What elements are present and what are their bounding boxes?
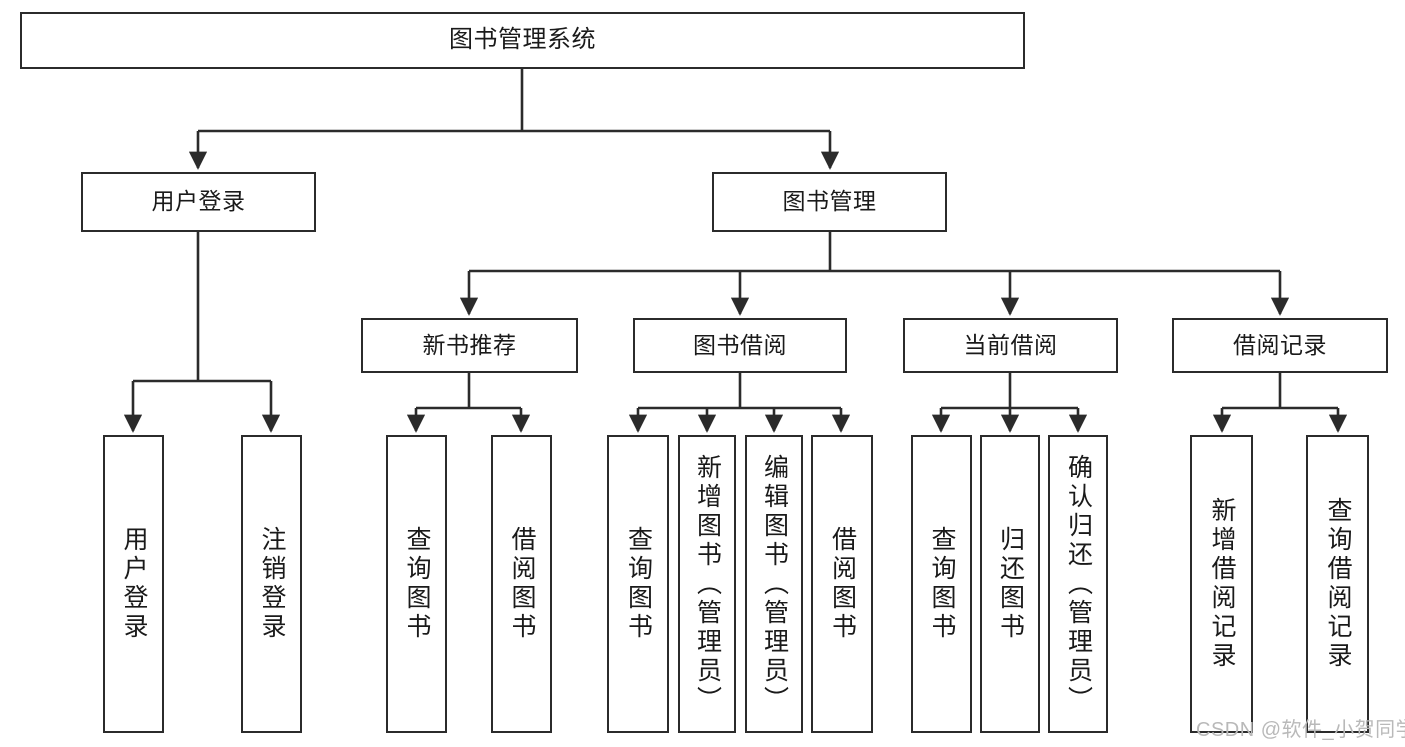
node-book-management[interactable]: 图书管理 bbox=[712, 172, 947, 232]
node-current-borrow[interactable]: 当前借阅 bbox=[903, 318, 1118, 373]
node-label: 用户登录 bbox=[151, 188, 246, 215]
node-label: 确认归还（管理员） bbox=[1064, 453, 1093, 715]
node-book-borrow[interactable]: 图书借阅 bbox=[633, 318, 847, 373]
node-label: 图书借阅 bbox=[693, 331, 787, 358]
node-new-book-recommend[interactable]: 新书推荐 bbox=[361, 318, 578, 373]
node-root-book-management-system[interactable]: 图书管理系统 bbox=[20, 12, 1025, 69]
leaf-edit-book-admin[interactable]: 编辑图书（管理员） bbox=[745, 435, 803, 733]
node-label: 查询图书 bbox=[928, 526, 956, 642]
node-borrow-record[interactable]: 借阅记录 bbox=[1172, 318, 1388, 373]
leaf-borrow-book[interactable]: 借阅图书 bbox=[811, 435, 873, 733]
node-label: 查询借阅记录 bbox=[1324, 497, 1352, 671]
node-label: 图书管理 bbox=[782, 188, 877, 215]
node-label: 查询图书 bbox=[624, 526, 653, 642]
node-label: 归还图书 bbox=[996, 526, 1025, 642]
leaf-add-borrow-record[interactable]: 新增借阅记录 bbox=[1190, 435, 1253, 733]
node-label: 编辑图书（管理员） bbox=[760, 453, 789, 715]
node-label: 查询图书 bbox=[403, 526, 431, 642]
leaf-confirm-return-admin[interactable]: 确认归还（管理员） bbox=[1048, 435, 1108, 733]
leaf-add-book-admin[interactable]: 新增图书（管理员） bbox=[678, 435, 736, 733]
node-label: 新增借阅记录 bbox=[1208, 497, 1236, 671]
leaf-query-borrow-record[interactable]: 查询借阅记录 bbox=[1306, 435, 1369, 733]
node-label: 用户登录 bbox=[120, 526, 148, 642]
csdn-watermark: CSDN @软件_小贺同学 bbox=[1196, 719, 1405, 741]
node-label: 借阅图书 bbox=[828, 526, 857, 642]
leaf-return-book[interactable]: 归还图书 bbox=[980, 435, 1040, 733]
node-label: 注销登录 bbox=[258, 526, 286, 642]
leaf-borrow-book-recommend[interactable]: 借阅图书 bbox=[491, 435, 552, 733]
node-label: 当前借阅 bbox=[963, 331, 1058, 358]
leaf-query-book-current[interactable]: 查询图书 bbox=[911, 435, 972, 733]
node-label: 借阅图书 bbox=[508, 526, 536, 642]
node-label: 新增图书（管理员） bbox=[693, 453, 722, 715]
node-label: 借阅记录 bbox=[1233, 331, 1327, 358]
leaf-logout[interactable]: 注销登录 bbox=[241, 435, 302, 733]
node-label: 图书管理系统 bbox=[449, 26, 596, 54]
node-user-login[interactable]: 用户登录 bbox=[81, 172, 316, 232]
leaf-query-book-borrow[interactable]: 查询图书 bbox=[607, 435, 669, 733]
node-label: 新书推荐 bbox=[422, 331, 517, 358]
leaf-user-login[interactable]: 用户登录 bbox=[103, 435, 164, 733]
leaf-query-book-recommend[interactable]: 查询图书 bbox=[386, 435, 447, 733]
